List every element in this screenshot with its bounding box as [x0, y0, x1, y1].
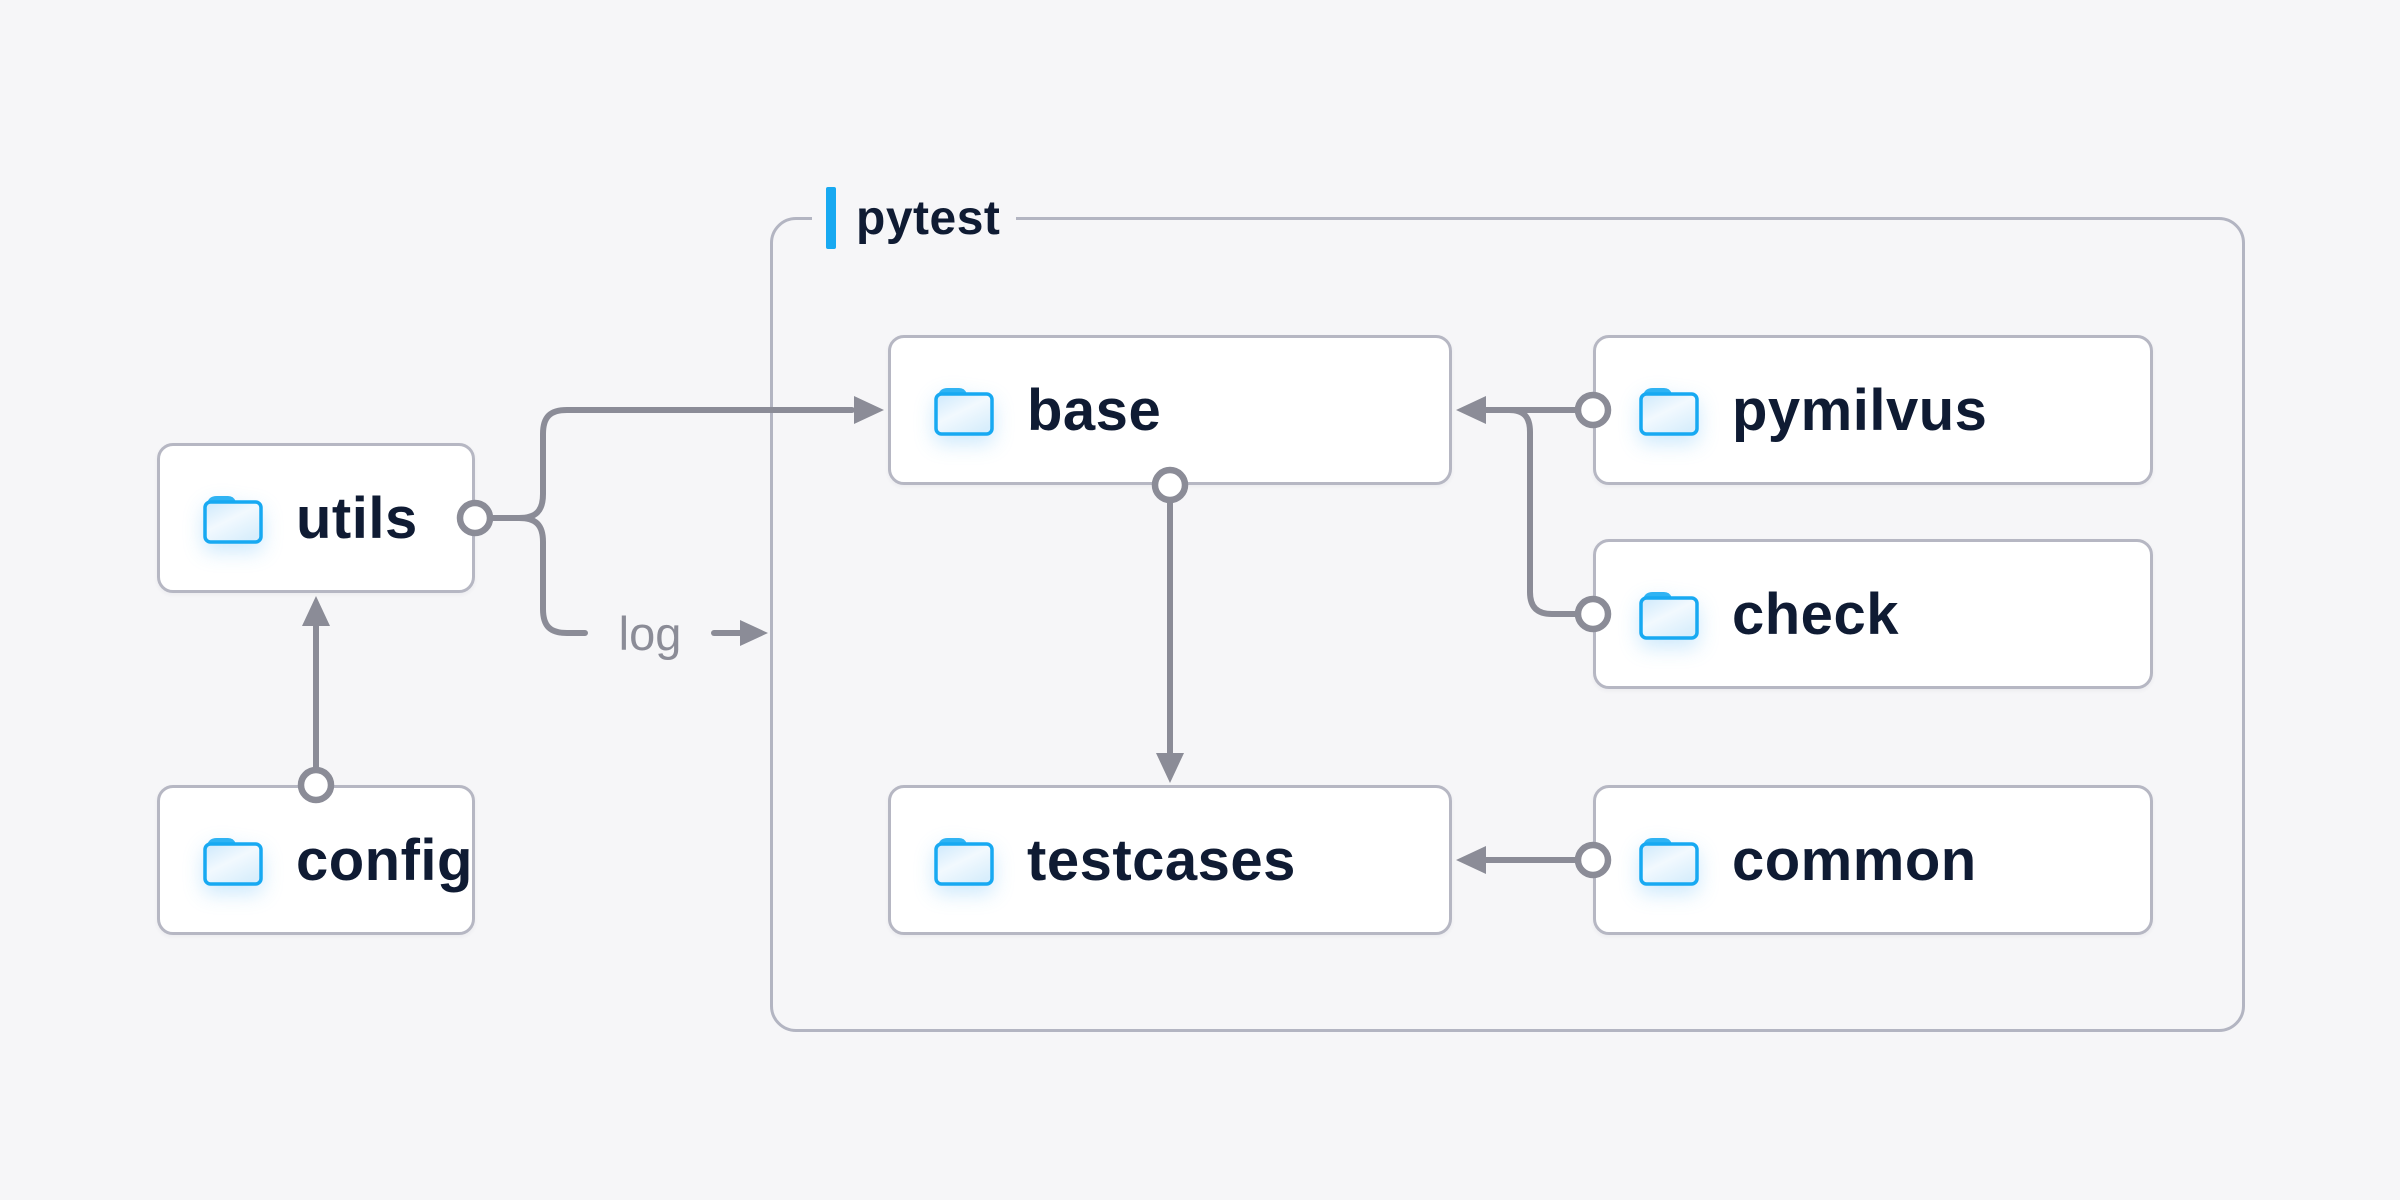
node-label: pymilvus: [1732, 377, 1988, 443]
node-label: utils: [296, 485, 418, 551]
node-label: check: [1732, 581, 1899, 647]
folder-icon: [202, 491, 264, 545]
node-config[interactable]: config: [157, 785, 475, 935]
group-pytest[interactable]: [770, 217, 2245, 1032]
folder-icon: [1638, 833, 1700, 887]
node-label: common: [1732, 827, 1977, 893]
node-base[interactable]: base: [888, 335, 1452, 485]
folder-icon: [933, 383, 995, 437]
node-label: testcases: [1027, 827, 1296, 893]
edge-config-utils: [297, 596, 335, 804]
folder-icon: [1638, 587, 1700, 641]
accent-bar: [826, 187, 836, 249]
group-label-text: pytest: [856, 191, 1001, 245]
node-label: config: [296, 827, 473, 893]
folder-icon: [933, 833, 995, 887]
node-label: base: [1027, 377, 1162, 443]
folder-icon: [1638, 383, 1700, 437]
node-pymilvus[interactable]: pymilvus: [1593, 335, 2153, 485]
node-check[interactable]: check: [1593, 539, 2153, 689]
group-label-pytest: pytest: [812, 178, 1017, 258]
node-utils[interactable]: utils: [157, 443, 475, 593]
node-common[interactable]: common: [1593, 785, 2153, 935]
edge-label-log: log: [618, 606, 682, 660]
folder-icon: [202, 833, 264, 887]
node-testcases[interactable]: testcases: [888, 785, 1452, 935]
